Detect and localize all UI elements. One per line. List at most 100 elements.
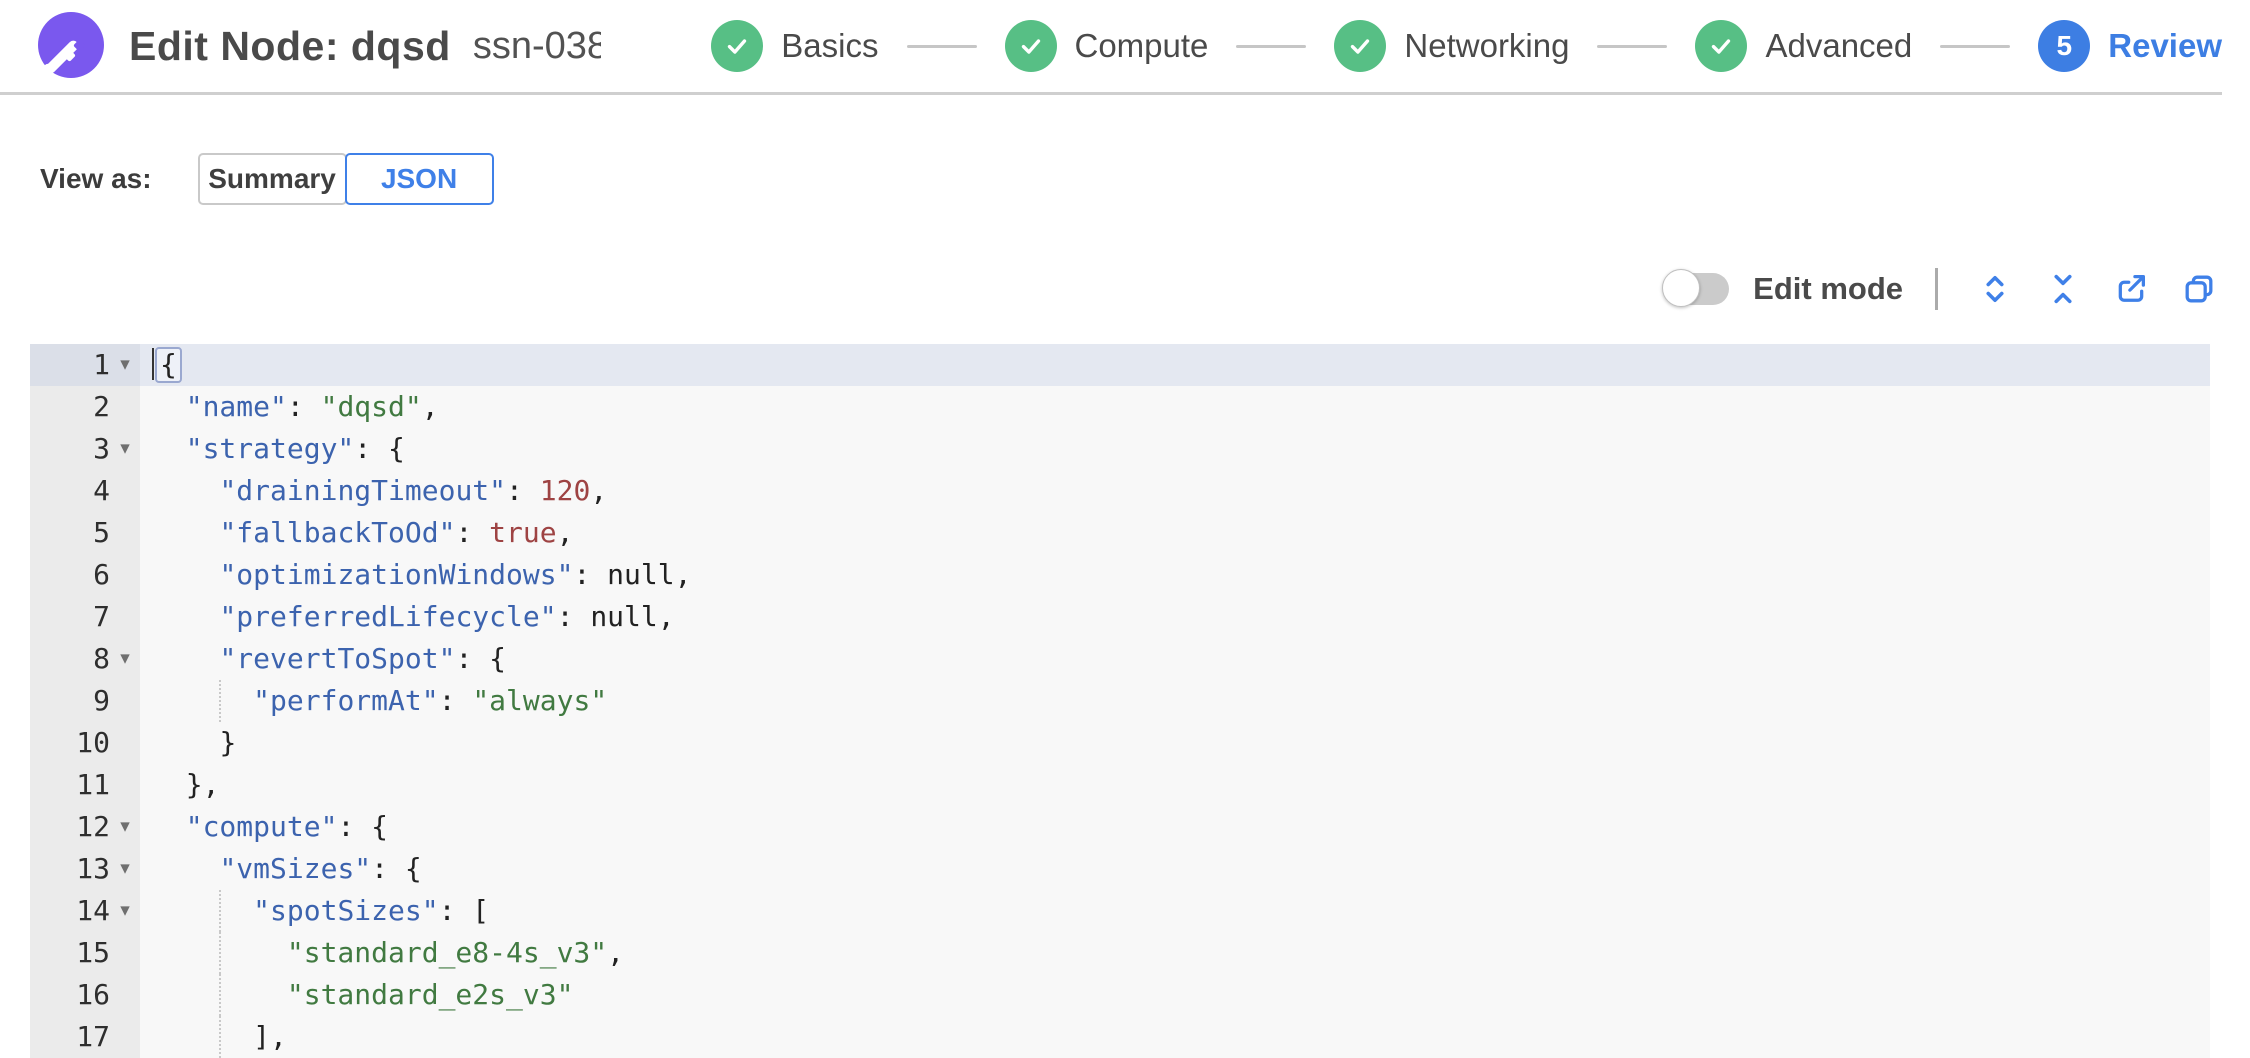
- editor-line[interactable]: 8▾ "revertToSpot": {: [30, 638, 2210, 680]
- token-p: ,: [590, 474, 608, 507]
- code-line[interactable]: ],: [140, 1016, 2210, 1058]
- editor-line[interactable]: 15 "standard_e8-4s_v3",: [30, 932, 2210, 974]
- code-line[interactable]: "standard_e2s_v3": [140, 974, 2210, 1016]
- editor-line[interactable]: 1▾{: [30, 344, 2210, 386]
- token-ws: [152, 474, 219, 507]
- gutter-cell: 11: [30, 764, 140, 806]
- editor-line[interactable]: 17 ],: [30, 1016, 2210, 1058]
- line-number: 9: [93, 684, 110, 717]
- code-line[interactable]: },: [140, 764, 2210, 806]
- line-number: 10: [76, 726, 110, 759]
- token-p: :: [455, 516, 490, 549]
- token-bool: true: [489, 516, 557, 549]
- step-networking[interactable]: Networking: [1334, 20, 1569, 72]
- copy-icon[interactable]: [2178, 268, 2220, 310]
- line-number: 5: [93, 516, 110, 549]
- line-number: 14: [76, 894, 110, 927]
- step-connector: [1940, 44, 2011, 48]
- editor-line[interactable]: 6 "optimizationWindows": null,: [30, 554, 2210, 596]
- token-str: "standard_e8-4s_v3": [286, 936, 608, 969]
- token-ws: [152, 726, 219, 759]
- editor-line[interactable]: 3▾ "strategy": {: [30, 428, 2210, 470]
- token-p: ,: [674, 558, 692, 591]
- editor-line[interactable]: 11 },: [30, 764, 2210, 806]
- token-key: "vmSizes": [219, 852, 372, 885]
- token-p: : {: [455, 642, 507, 675]
- step-label: Advanced: [1765, 27, 1913, 64]
- token-key: "optimizationWindows": [219, 558, 574, 591]
- fold-arrow-icon[interactable]: ▾: [120, 816, 130, 837]
- code-line[interactable]: {: [140, 344, 2210, 386]
- code-line[interactable]: "fallbackToOd": true,: [140, 512, 2210, 554]
- line-number: 6: [93, 558, 110, 591]
- code-line[interactable]: "performAt": "always": [140, 680, 2210, 722]
- code-line[interactable]: "spotSizes": [: [140, 890, 2210, 932]
- token-p: :: [506, 474, 540, 507]
- json-editor[interactable]: 1▾{2 "name": "dqsd",3▾ "strategy": {4 "d…: [30, 344, 2210, 1058]
- editor-line[interactable]: 2 "name": "dqsd",: [30, 386, 2210, 428]
- code-line[interactable]: "standard_e8-4s_v3",: [140, 932, 2210, 974]
- token-p: :: [556, 600, 591, 633]
- token-p: : [: [438, 894, 490, 927]
- indent-guide: [219, 1016, 222, 1058]
- code-line[interactable]: "preferredLifecycle": null,: [140, 596, 2210, 638]
- gutter-cell: 7: [30, 596, 140, 638]
- editor-line[interactable]: 10 }: [30, 722, 2210, 764]
- view-toggle-group: Summary JSON: [197, 153, 494, 205]
- gutter-cell: 8▾: [30, 638, 140, 680]
- collapse-all-icon[interactable]: [2042, 268, 2084, 310]
- step-compute[interactable]: Compute: [1004, 20, 1208, 72]
- edit-mode-toggle[interactable]: [1662, 269, 1730, 307]
- token-ws: [152, 432, 186, 465]
- fold-arrow-icon[interactable]: ▾: [120, 354, 130, 375]
- token-p: : {: [371, 852, 422, 885]
- code-line[interactable]: "name": "dqsd",: [140, 386, 2210, 428]
- code-line[interactable]: "revertToSpot": {: [140, 638, 2210, 680]
- step-label: Review: [2108, 27, 2222, 64]
- step-label: Networking: [1404, 27, 1570, 64]
- step-number: 5: [2038, 20, 2091, 72]
- editor-line[interactable]: 7 "preferredLifecycle": null,: [30, 596, 2210, 638]
- expand-all-icon[interactable]: [1974, 268, 2016, 310]
- line-number: 17: [76, 1020, 110, 1053]
- gutter-cell: 10: [30, 722, 140, 764]
- export-icon[interactable]: [2110, 268, 2152, 310]
- code-line[interactable]: "compute": {: [140, 806, 2210, 848]
- code-line[interactable]: "drainingTimeout": 120,: [140, 470, 2210, 512]
- line-number: 16: [76, 978, 110, 1011]
- line-number: 15: [76, 936, 110, 969]
- step-connector: [906, 44, 977, 48]
- token-brkt: {: [155, 347, 182, 383]
- token-ws: [152, 768, 186, 801]
- editor-line[interactable]: 9 "performAt": "always": [30, 680, 2210, 722]
- editor-line[interactable]: 13▾ "vmSizes": {: [30, 848, 2210, 890]
- token-key: "spotSizes": [253, 894, 439, 927]
- editor-line[interactable]: 5 "fallbackToOd": true,: [30, 512, 2210, 554]
- step-advanced[interactable]: Advanced: [1695, 20, 1912, 72]
- code-line[interactable]: }: [140, 722, 2210, 764]
- wizard-stepper: Basics Compute Networking Advanced 5 Review: [699, 0, 2222, 92]
- fold-arrow-icon[interactable]: ▾: [120, 648, 130, 669]
- step-review[interactable]: 5 Review: [2038, 20, 2222, 72]
- fold-arrow-icon[interactable]: ▾: [120, 438, 130, 459]
- text-cursor: [152, 348, 154, 380]
- token-ws: [152, 390, 186, 423]
- code-line[interactable]: "vmSizes": {: [140, 848, 2210, 890]
- line-number: 12: [76, 810, 110, 843]
- code-line[interactable]: "optimizationWindows": null,: [140, 554, 2210, 596]
- fold-arrow-icon[interactable]: ▾: [120, 900, 130, 921]
- code-line[interactable]: "strategy": {: [140, 428, 2210, 470]
- step-label: Basics: [781, 27, 879, 64]
- step-basics[interactable]: Basics: [711, 20, 879, 72]
- gutter-cell: 13▾: [30, 848, 140, 890]
- token-p: :: [573, 558, 608, 591]
- summary-tab[interactable]: Summary: [197, 153, 347, 205]
- editor-line[interactable]: 12 ▾ "compute": {: [30, 806, 2210, 848]
- token-ws: [152, 852, 219, 885]
- json-tab[interactable]: JSON: [344, 153, 494, 205]
- editor-line[interactable]: 14 ▾ "spotSizes": [: [30, 890, 2210, 932]
- spot-logo-icon: [34, 11, 105, 83]
- fold-arrow-icon[interactable]: ▾: [120, 858, 130, 879]
- editor-line[interactable]: 16 "standard_e2s_v3": [30, 974, 2210, 1016]
- editor-line[interactable]: 4 "drainingTimeout": 120,: [30, 470, 2210, 512]
